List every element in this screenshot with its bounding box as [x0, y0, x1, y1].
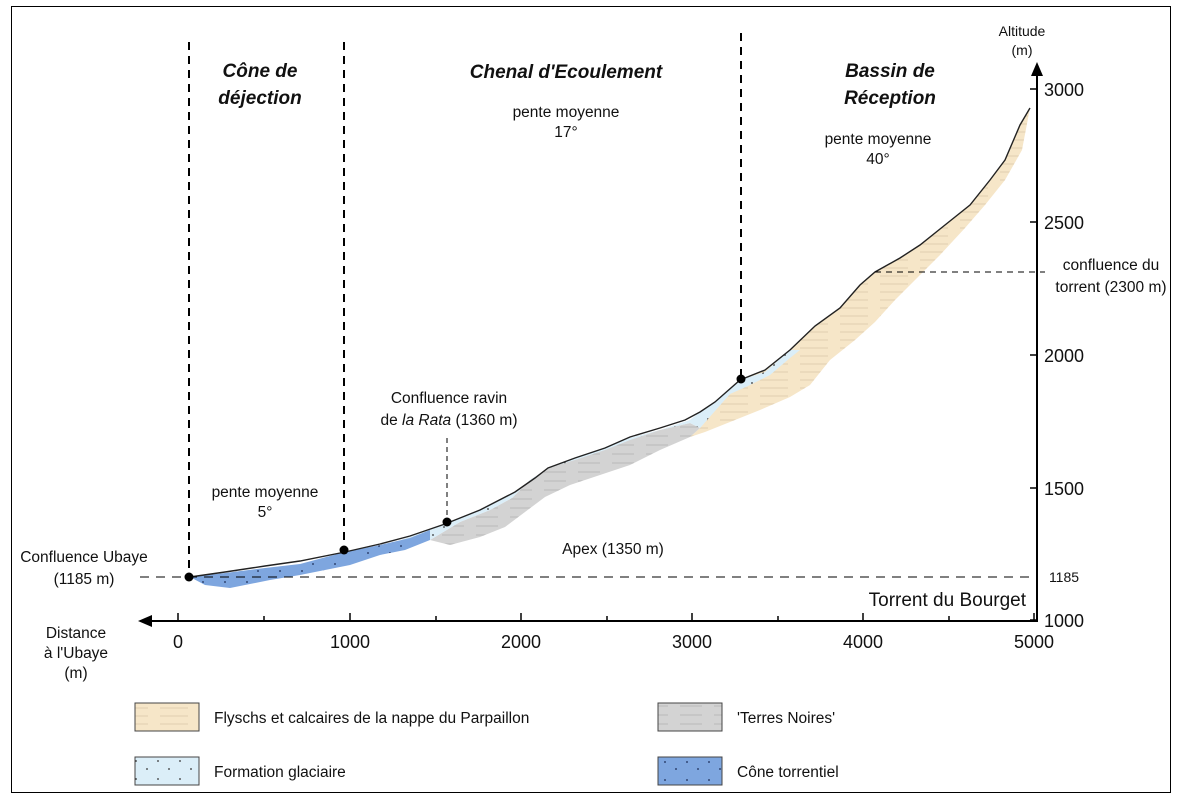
confluence-ubaye-label: Confluence Ubaye [20, 549, 148, 566]
x-tick-0: 0 [173, 632, 183, 652]
apex-label: Apex (1350 m) [562, 541, 664, 558]
zone-title-cone-line1: Cône de [223, 61, 298, 82]
figure-frame [11, 6, 1171, 793]
topographic-profile-line [189, 107, 1031, 578]
confluence-rata-label: Confluence ravin [391, 390, 507, 407]
legend-label-terres-noires: 'Terres Noires' [737, 710, 835, 727]
zone-title-bassin-line2: Réception [844, 88, 936, 109]
ref-1185-label: 1185 [1049, 569, 1079, 585]
y-tick-1500: 1500 [1044, 479, 1084, 499]
x-axis-arrow-icon [138, 615, 152, 627]
y-axis-title-line2: (m) [1012, 42, 1033, 58]
cone-torrentiel-layer [190, 530, 430, 588]
y-axis-arrow-icon [1031, 62, 1043, 76]
rata-name: la Rata [402, 412, 451, 429]
rata-altitude: (1360 m) [451, 412, 517, 429]
zone-title-chenal: Chenal d'Ecoulement [470, 62, 663, 83]
legend-swatch-cone [657, 756, 723, 786]
x-tick-1000: 1000 [330, 632, 370, 652]
flysch-layer [690, 108, 1030, 437]
legend: Flyschs et calcaires de la nappe du Parp… [134, 702, 839, 786]
y-axis-title-line1: Altitude [999, 23, 1046, 39]
slope-cone-value: 5° [258, 504, 273, 521]
slope-chenal-value: 17° [554, 124, 577, 141]
point-confluence-rata [442, 517, 452, 527]
slope-chenal-label: pente moyenne [513, 104, 620, 121]
legend-label-cone: Cône torrentiel [737, 764, 839, 781]
legend-swatch-flysch [134, 702, 200, 732]
x-tick-5000: 5000 [1014, 632, 1054, 652]
rata-prefix: de [380, 412, 402, 429]
torrent-name-label: Torrent du Bourget [869, 590, 1027, 611]
y-tick-3000: 3000 [1044, 80, 1084, 100]
legend-item-glaciaire: Formation glaciaire [134, 756, 346, 786]
confluence-torrent-label: confluence du [1063, 257, 1160, 274]
confluence-ubaye-altitude: (1185 m) [54, 571, 115, 588]
x-axis-title-line3: (m) [64, 665, 87, 682]
point-chenal-bassin [736, 374, 746, 384]
x-tick-3000: 3000 [672, 632, 712, 652]
zone-title-cone-line2: déjection [218, 88, 301, 109]
point-confluence-ubaye [184, 572, 194, 582]
slope-bassin-label: pente moyenne [825, 131, 932, 148]
legend-label-glaciaire: Formation glaciaire [214, 764, 346, 781]
zone-title-bassin-line1: Bassin de [845, 61, 935, 82]
y-axis [1030, 62, 1043, 622]
legend-item-cone: Cône torrentiel [657, 756, 839, 786]
geology-layers [190, 108, 1030, 588]
slope-bassin-value: 40° [866, 151, 889, 168]
x-tick-2000: 2000 [501, 632, 541, 652]
confluence-rata-detail: de la Rata (1360 m) [380, 412, 517, 429]
y-tick-1000: 1000 [1044, 611, 1084, 631]
legend-swatch-glaciaire [134, 756, 200, 786]
legend-item-flysch: Flyschs et calcaires de la nappe du Parp… [134, 702, 529, 732]
point-cone-limit [339, 545, 349, 555]
legend-swatch-terres-noires [657, 702, 723, 732]
confluence-torrent-altitude: torrent (2300 m) [1055, 279, 1166, 296]
y-tick-2500: 2500 [1044, 213, 1084, 233]
x-tick-4000: 4000 [843, 632, 883, 652]
legend-label-flysch: Flyschs et calcaires de la nappe du Parp… [214, 710, 529, 727]
terres-noires-layer [430, 423, 700, 545]
x-axis [138, 613, 1037, 627]
y-tick-2000: 2000 [1044, 346, 1084, 366]
legend-item-terres-noires: 'Terres Noires' [657, 702, 835, 732]
zone-dividers [188, 33, 742, 577]
x-axis-title-line2: à l'Ubaye [44, 645, 108, 662]
slope-cone-label: pente moyenne [212, 484, 319, 501]
x-axis-title-line1: Distance [46, 625, 106, 642]
